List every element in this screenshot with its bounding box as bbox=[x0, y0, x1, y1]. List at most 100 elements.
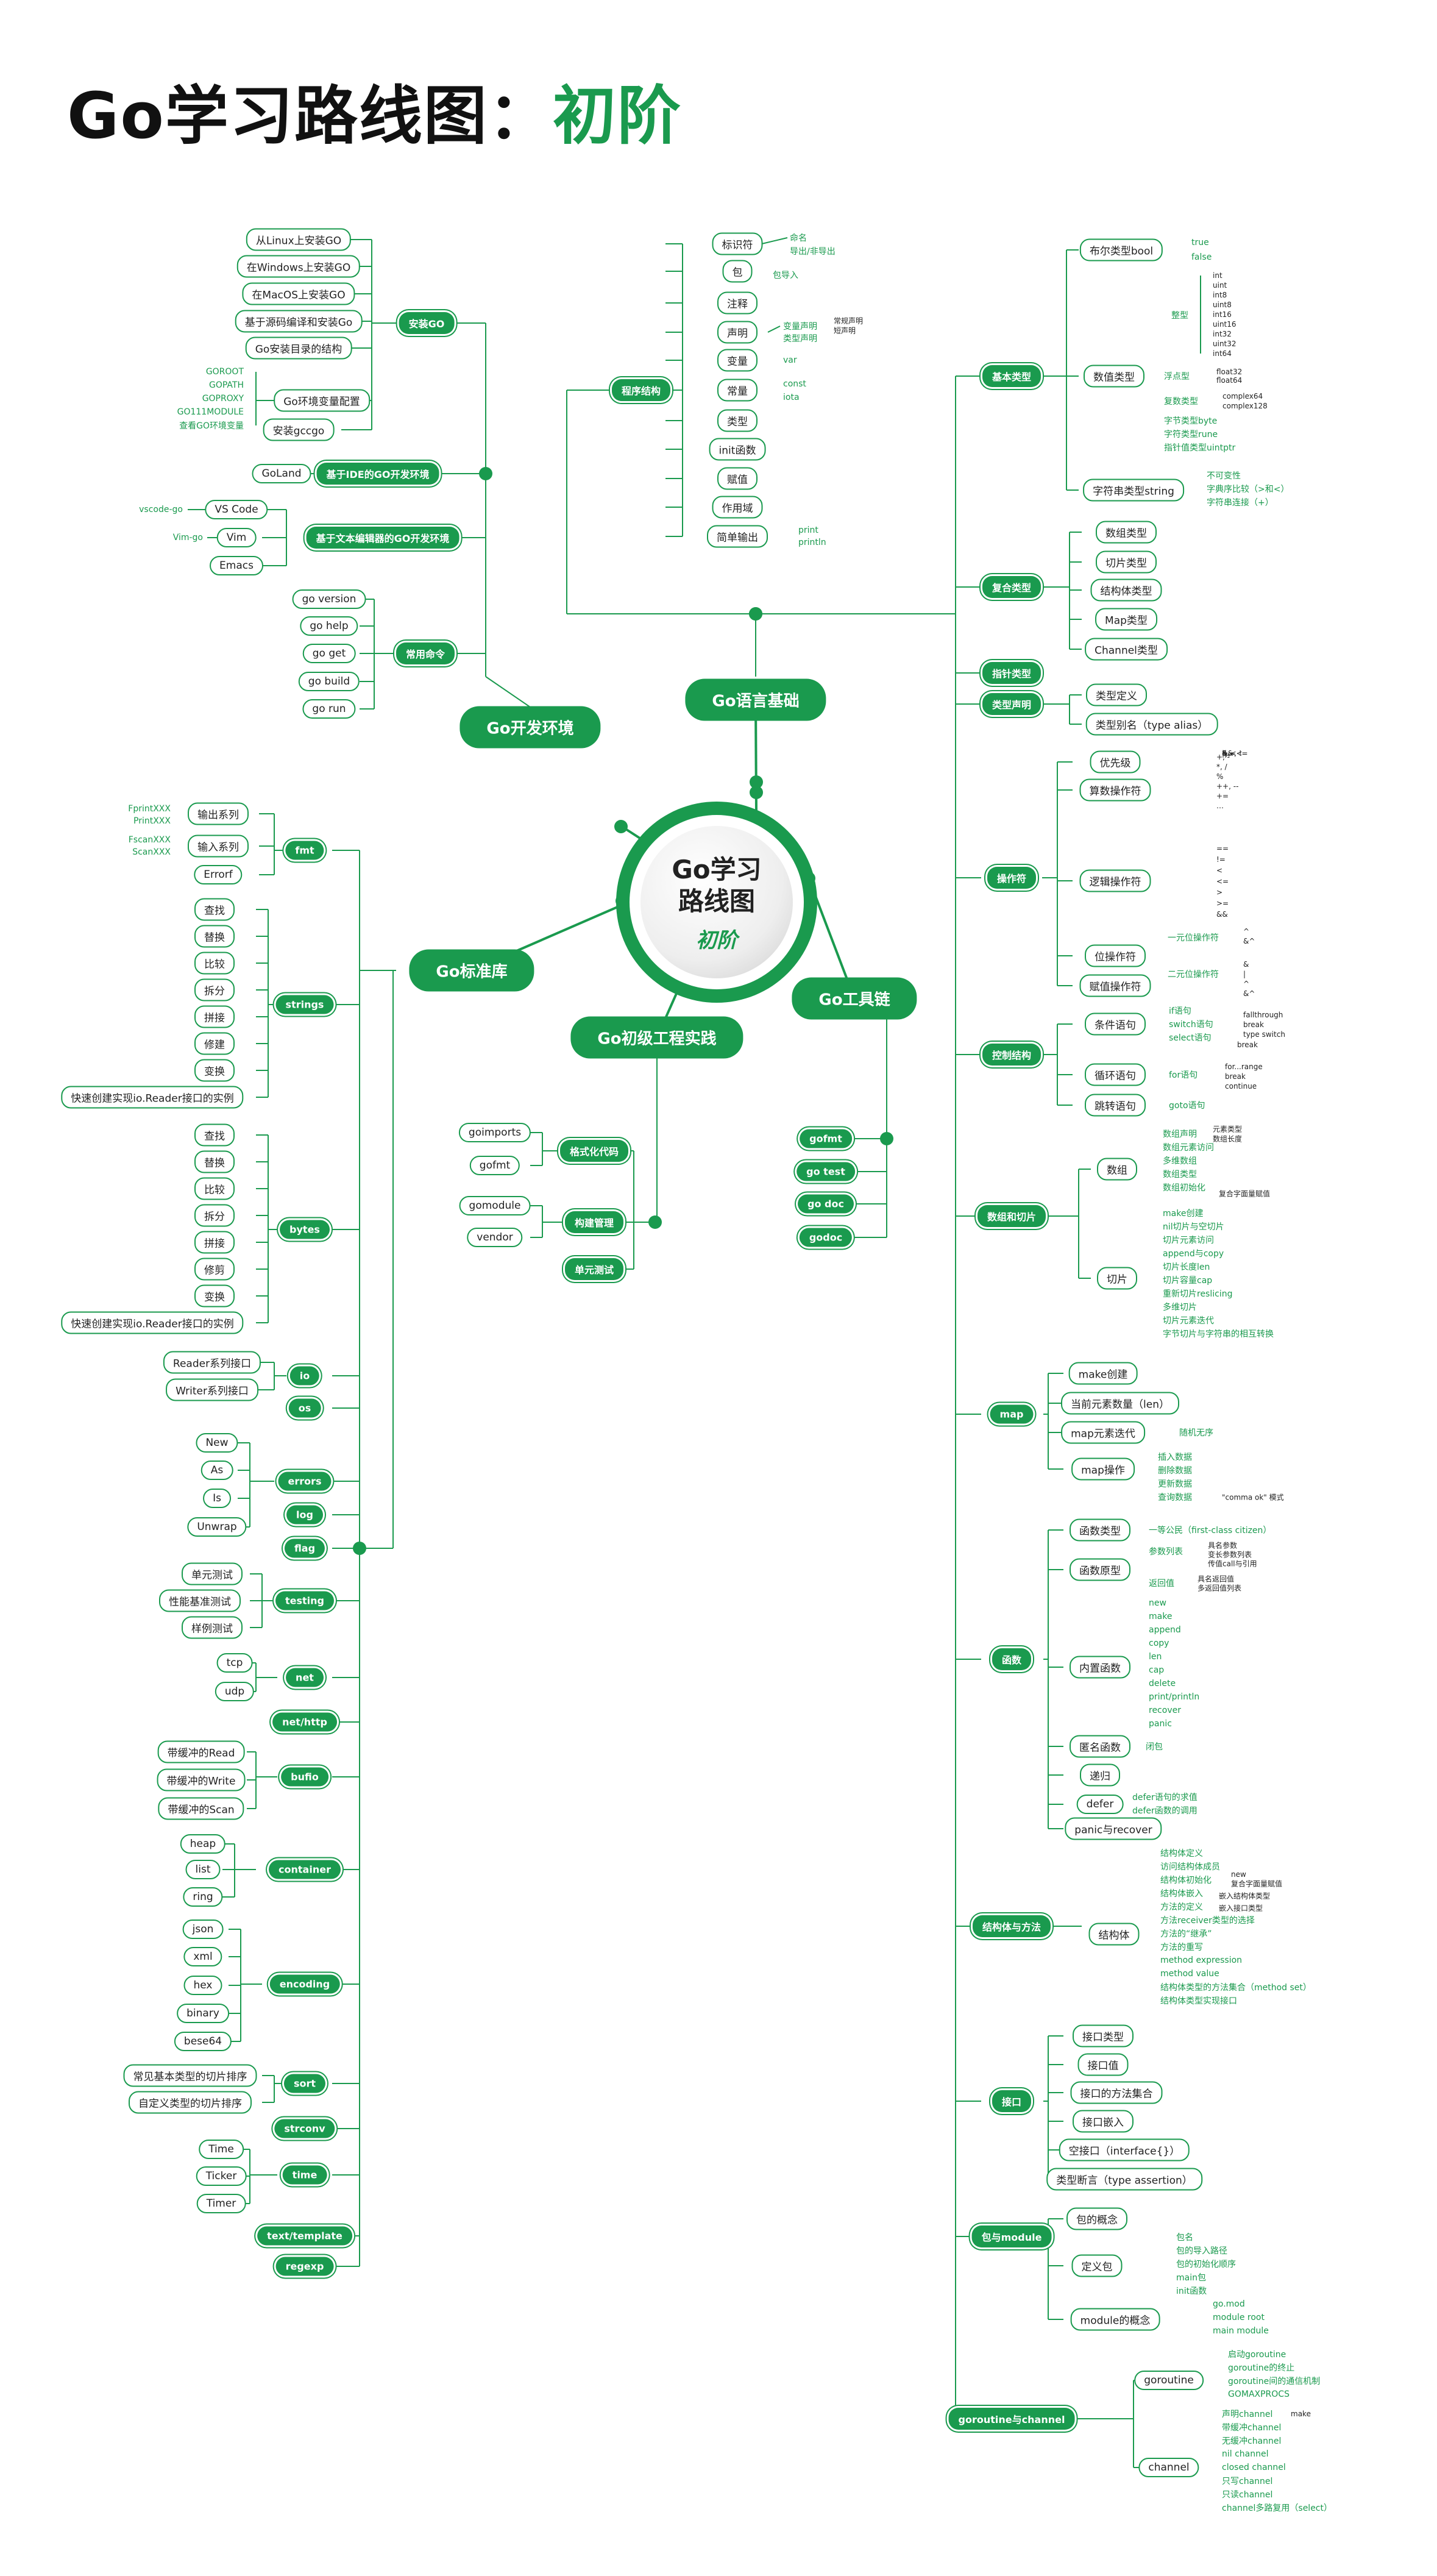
basic-func-params: 参数列表 bbox=[1149, 1547, 1183, 1557]
std-strings-0: 查找 bbox=[194, 898, 235, 921]
basic-binary-op: & bbox=[1243, 960, 1249, 969]
basic-bool: 布尔类型bool bbox=[1079, 238, 1163, 262]
basic-func-ret: 返回值 bbox=[1149, 1579, 1174, 1589]
basic-prio: … bbox=[1222, 749, 1229, 758]
basic-group-5: 控制结构 bbox=[982, 1044, 1041, 1066]
basic-string-item: 不可变性 bbox=[1207, 471, 1241, 481]
basic-prog-3: 声明 bbox=[717, 321, 758, 344]
basic-param: 变长参数列表 bbox=[1208, 1550, 1252, 1559]
std-fmt-0: 输出系列 bbox=[188, 802, 249, 825]
basic-bool-val: false bbox=[1191, 252, 1212, 262]
env-ide-tag: 基于IDE的GO开发环境 bbox=[316, 463, 439, 485]
basic-prio: *, << bbox=[1222, 749, 1243, 758]
basic-defpkg: 包名 bbox=[1176, 2233, 1193, 2243]
basic-struct-item: 结构体初始化 bbox=[1160, 1876, 1212, 1885]
basic-prog-tag: 程序结构 bbox=[611, 379, 671, 401]
basic-struct-item: 方法receiver类型的选择 bbox=[1160, 1916, 1255, 1926]
basic-arith: += bbox=[1216, 792, 1229, 800]
basic-op-0: 优先级 bbox=[1090, 750, 1141, 774]
basic-chan-item: 声明channel bbox=[1222, 2410, 1273, 2419]
env-var: GOPATH bbox=[209, 380, 244, 390]
basic-anon: 闭包 bbox=[1146, 1742, 1163, 1752]
basic-iface-4: 空接口（interface{}） bbox=[1059, 2138, 1190, 2161]
std-pkg-container: container bbox=[269, 1860, 341, 1879]
std-fmt-2: Errorf bbox=[194, 865, 243, 884]
basic-group-6: 数组和切片 bbox=[977, 1205, 1046, 1227]
basic-num-more: 字节类型byte bbox=[1164, 416, 1218, 426]
basic-int-type: uint32 bbox=[1213, 340, 1237, 348]
junction-dot bbox=[750, 786, 763, 799]
basic-array-v: 元素类型 bbox=[1213, 1125, 1243, 1134]
basic-map-op: 更新数据 bbox=[1158, 1479, 1192, 1489]
basic-op-3: 位操作符 bbox=[1085, 944, 1146, 967]
branch-dev-env: Go开发环境 bbox=[459, 706, 601, 749]
basic-string-item: 字符串连接（+） bbox=[1207, 498, 1274, 508]
std-net-1: udp bbox=[215, 1682, 255, 1701]
basic-builtin: print/println bbox=[1149, 1692, 1200, 1702]
env-plugin-vim-go: Vim-go bbox=[172, 533, 203, 543]
basic-builtin: make bbox=[1149, 1612, 1173, 1621]
basic-func-4: 递归 bbox=[1080, 1763, 1120, 1787]
std-time-0: Time bbox=[199, 2140, 244, 2159]
env-cmd-go-version: go version bbox=[292, 589, 366, 609]
basic-func-0: 函数类型 bbox=[1070, 1518, 1130, 1542]
basic-num-more: 指针值类型uintptr bbox=[1164, 443, 1236, 453]
env-install-item-1: 在Windows上安装GO bbox=[236, 255, 361, 278]
basic-array-item: 多维数组 bbox=[1163, 1156, 1197, 1166]
basic-gor-item: goroutine间的通信机制 bbox=[1228, 2377, 1321, 2386]
basic-prio: && bbox=[1222, 749, 1233, 758]
basic-channel: channel bbox=[1138, 2458, 1199, 2477]
tool-go-doc: go doc bbox=[798, 1194, 854, 1214]
junction-dot bbox=[750, 775, 763, 789]
std-container-2: ring bbox=[183, 1887, 223, 1907]
basic-int-type: int bbox=[1213, 271, 1222, 280]
std-testing-0: 单元测试 bbox=[182, 1562, 243, 1585]
std-pkg-sort: sort bbox=[283, 2074, 326, 2093]
basic-chan-item: 只读channel bbox=[1222, 2490, 1273, 2500]
basic-loop-opt: continue bbox=[1225, 1082, 1257, 1091]
basic-slice-item: append与copy bbox=[1163, 1249, 1224, 1259]
basic-group-3: 类型声明 bbox=[982, 693, 1041, 715]
basic-defer: defer语句的求值 bbox=[1132, 1793, 1198, 1802]
env-plugin-vscode-go: vscode-go bbox=[139, 505, 183, 514]
std-bytes-6: 变换 bbox=[194, 1284, 235, 1308]
basic-prog-8: 赋值 bbox=[717, 467, 758, 490]
std-strings-2: 比较 bbox=[194, 952, 235, 975]
env-cmd-go-run: go run bbox=[302, 699, 356, 719]
basic-group-1: 复合类型 bbox=[982, 576, 1041, 598]
std-bytes-3: 拆分 bbox=[194, 1204, 235, 1227]
basic-struct-item: 方法的重写 bbox=[1160, 1943, 1203, 1952]
junction-dot bbox=[479, 467, 492, 480]
basic-logic: == bbox=[1216, 844, 1229, 853]
basic-op-4: 赋值操作符 bbox=[1079, 974, 1151, 997]
basic-group-0: 基本类型 bbox=[982, 365, 1041, 387]
basic-map-op: 查询数据 bbox=[1158, 1493, 1192, 1503]
std-bytes-4: 拼接 bbox=[194, 1231, 235, 1254]
std-fmt-out: PrintXXX bbox=[133, 816, 171, 826]
basic-binary-op: ^ bbox=[1243, 980, 1250, 988]
basic-builtin: new bbox=[1149, 1598, 1166, 1608]
basic-array-item: 数组类型 bbox=[1163, 1170, 1197, 1179]
basic-builtin: copy bbox=[1149, 1638, 1169, 1648]
basic-struct: 结构体 bbox=[1088, 1923, 1140, 1946]
std-fmt-1: 输入系列 bbox=[188, 834, 249, 858]
basic-builtin: len bbox=[1149, 1652, 1162, 1662]
basic-map-query: "comma ok" 模式 bbox=[1222, 1493, 1284, 1502]
env-install-item-2: 在MacOS上安装GO bbox=[242, 282, 355, 305]
basic-builtin: append bbox=[1149, 1625, 1181, 1635]
basic-group-2: 指针类型 bbox=[982, 662, 1041, 684]
center-subtitle: 初阶 bbox=[696, 928, 737, 953]
basic-ret: 多返回值列表 bbox=[1198, 1584, 1242, 1593]
basic-struct-embed: 嵌入接口类型 bbox=[1219, 1904, 1263, 1913]
basic-chan-item: 只写channel bbox=[1222, 2477, 1273, 2486]
env-install-item-0: 从Linux上安装GO bbox=[246, 228, 352, 251]
basic-map-0: make创建 bbox=[1068, 1362, 1138, 1385]
basic-float-type: float64 bbox=[1216, 376, 1243, 385]
basic-loop: for语句 bbox=[1169, 1070, 1198, 1080]
practice-build-0: gomodule bbox=[459, 1196, 531, 1215]
basic-builtin: delete bbox=[1149, 1679, 1176, 1688]
branch-toolchain: Go工具链 bbox=[792, 977, 917, 1020]
basic-func-1: 函数原型 bbox=[1070, 1558, 1130, 1581]
basic-prio: ==, != bbox=[1222, 749, 1248, 758]
basic-chan-item: 带缓冲channel bbox=[1222, 2423, 1282, 2433]
